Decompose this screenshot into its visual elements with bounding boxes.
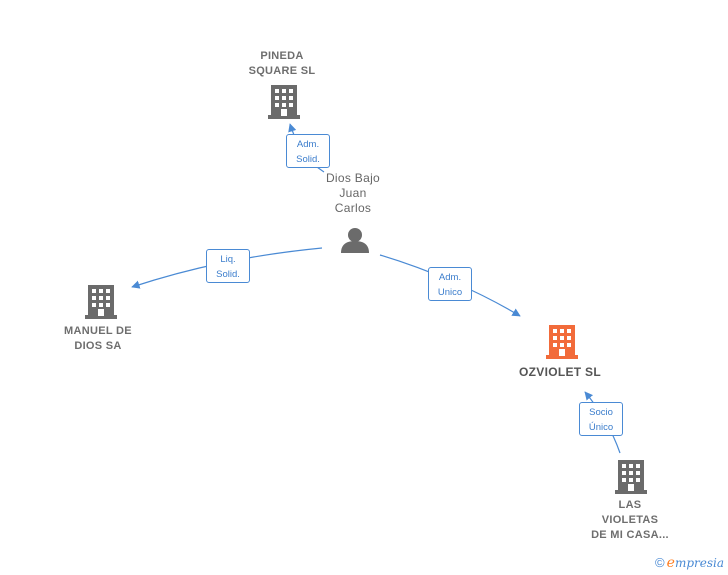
node-las-violetas[interactable]: LAS VIOLETAS DE MI CASA... bbox=[580, 498, 680, 543]
node-person-dios-bajo[interactable]: Dios Bajo Juan Carlos bbox=[303, 171, 403, 216]
edge-label-line: Adm. bbox=[296, 139, 320, 150]
brand-name: mpresia bbox=[674, 556, 724, 570]
node-ozviolet[interactable]: OZVIOLET SL bbox=[500, 365, 620, 380]
edge-label-line: Liq. bbox=[220, 254, 236, 265]
node-label-line: DIOS SA bbox=[74, 340, 122, 352]
node-label-line: DE MI CASA... bbox=[591, 529, 669, 541]
node-manuel-de-dios[interactable]: MANUEL DE DIOS SA bbox=[48, 324, 148, 354]
building-icon bbox=[85, 285, 117, 319]
node-label-line: MANUEL DE bbox=[64, 325, 132, 337]
node-label-line: VIOLETAS bbox=[601, 514, 659, 526]
copyright-icon: © bbox=[655, 555, 665, 570]
edge-label-line: Socio bbox=[589, 407, 613, 418]
edge-label-line: Unico bbox=[437, 287, 463, 298]
node-label-line: Juan bbox=[339, 186, 367, 200]
person-icon bbox=[341, 228, 369, 253]
node-label-line: SQUARE SL bbox=[248, 65, 316, 77]
node-label-line: OZVIOLET SL bbox=[519, 365, 601, 379]
node-label-line: LAS bbox=[618, 499, 642, 511]
node-label-line: PINEDA bbox=[260, 50, 304, 62]
edge-label-socio-unico: Socio Único bbox=[579, 402, 623, 436]
empresia-logo: ©empresia bbox=[655, 555, 724, 571]
edge-label-liq-solid: Liq. Solid. bbox=[206, 249, 250, 283]
brand-initial: e bbox=[666, 555, 675, 571]
edge-label-line: Único bbox=[588, 422, 614, 433]
building-icon bbox=[615, 460, 647, 494]
edge-label-line: Adm. bbox=[438, 272, 462, 283]
edge-label-line: Solid. bbox=[296, 154, 320, 165]
edge-label-adm-unico: Adm. Unico bbox=[428, 267, 472, 301]
node-label-line: Dios Bajo bbox=[325, 171, 381, 185]
edge-label-adm-solid: Adm. Solid. bbox=[286, 134, 330, 168]
node-label-line: Carlos bbox=[334, 201, 372, 215]
node-pineda-square[interactable]: PINEDA SQUARE SL bbox=[232, 49, 332, 79]
edge-label-line: Solid. bbox=[216, 269, 240, 280]
building-icon bbox=[268, 85, 300, 119]
building-icon bbox=[546, 325, 578, 359]
